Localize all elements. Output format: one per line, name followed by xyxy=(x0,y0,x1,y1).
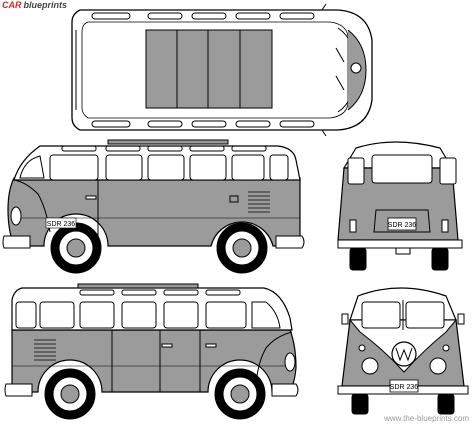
skylight-side xyxy=(147,145,183,152)
side-plate xyxy=(45,217,77,229)
rear-bumper xyxy=(337,239,463,249)
plate-text-side: SDR 236 xyxy=(47,221,76,228)
plate-text-rear: SDR 236 xyxy=(388,222,417,229)
rear-tire-right xyxy=(431,247,449,271)
skylight-window xyxy=(147,12,183,20)
windshield-right xyxy=(251,301,281,329)
front-tire-left xyxy=(351,393,369,415)
rear-hubcap xyxy=(232,238,252,258)
skylight-window xyxy=(279,120,315,128)
side-window-r xyxy=(79,301,115,329)
side-body-lower xyxy=(7,177,301,247)
vw-emblem xyxy=(391,341,417,367)
rear-side-window xyxy=(347,157,365,185)
skylight-side-r xyxy=(163,289,199,296)
side-window xyxy=(189,154,227,181)
fuel-door xyxy=(229,195,239,203)
headlamp-left xyxy=(361,357,379,375)
turn-signal xyxy=(358,344,366,352)
rear-window xyxy=(371,154,433,184)
side-window-r xyxy=(205,301,247,329)
engine-vents xyxy=(248,191,270,213)
windshield-side xyxy=(19,155,45,179)
side-window-r xyxy=(15,301,37,329)
skylight-window xyxy=(191,120,227,128)
door-handle-r xyxy=(161,343,173,348)
skylight-side xyxy=(231,145,267,152)
vw-emblem-logo xyxy=(395,347,413,362)
rear-hubcap-r xyxy=(60,384,80,404)
roof-rack-right xyxy=(77,283,199,289)
tail-light xyxy=(349,219,357,233)
skylight-side xyxy=(105,145,141,152)
turn-signal xyxy=(442,344,450,352)
front-view xyxy=(337,287,469,415)
windshield-left xyxy=(361,301,401,329)
rear-tire-left xyxy=(349,247,367,271)
rear-side-window xyxy=(439,157,457,185)
watermark-url: www.the-blueprints.com xyxy=(384,414,469,423)
rear-view xyxy=(337,141,463,271)
skylight-window xyxy=(91,12,131,20)
door-handle xyxy=(85,195,97,200)
front-v-panel-r xyxy=(255,331,293,385)
side-window-r xyxy=(121,301,157,329)
side-window xyxy=(147,154,185,181)
skylight-window xyxy=(279,12,315,20)
front-plate-frame xyxy=(389,379,419,393)
exhaust xyxy=(395,247,411,255)
vw-emblem-top xyxy=(350,62,362,74)
skylight-side-r xyxy=(79,289,115,296)
front-bumper-r xyxy=(271,383,299,397)
wiper xyxy=(335,75,345,91)
skylight-window xyxy=(235,120,271,128)
side-window xyxy=(269,154,289,181)
logo-brand-suffix: blueprints xyxy=(23,0,68,10)
skylight-side xyxy=(189,145,225,152)
skylight-window xyxy=(191,12,227,20)
side-window xyxy=(105,154,143,181)
front-hubcap xyxy=(66,238,86,258)
headlamp-side xyxy=(10,206,22,226)
headlamp-right xyxy=(284,352,296,372)
skylight-side-r xyxy=(121,289,157,296)
skylight-window xyxy=(147,120,183,128)
windshield-right xyxy=(405,301,445,329)
engine-lid xyxy=(373,209,431,233)
skylight-side-r xyxy=(205,289,241,296)
front-hubcap-r xyxy=(230,384,250,404)
left-side-view xyxy=(2,139,305,274)
roof-rack xyxy=(107,139,229,145)
rear-bumper-r xyxy=(4,383,33,397)
front-bumper-side xyxy=(2,235,31,249)
skylight-side xyxy=(61,145,97,152)
tail-light xyxy=(441,219,449,233)
side-window xyxy=(231,154,265,181)
plate-text-front: SDR 236 xyxy=(390,384,419,391)
sunroof xyxy=(145,29,273,109)
skylight-window xyxy=(91,120,131,128)
engine-vents-r xyxy=(34,339,56,361)
wiper xyxy=(335,47,345,63)
front-tire-right xyxy=(437,393,455,415)
mirror-right xyxy=(457,313,465,325)
logo-brand: CAR xyxy=(2,0,22,10)
door-handle-r xyxy=(205,343,217,348)
side-window-r xyxy=(39,301,75,329)
top-view xyxy=(71,3,373,137)
right-body-lower xyxy=(11,329,297,393)
rear-bumper-side xyxy=(275,235,305,249)
headlamp-right-front xyxy=(429,357,447,375)
mirror-arm xyxy=(321,3,327,11)
side-window xyxy=(49,154,99,181)
top-view-roof-outline xyxy=(81,21,349,119)
rear-plate-frame xyxy=(387,217,417,231)
side-window-r xyxy=(163,301,199,329)
mirror-arm xyxy=(321,129,327,137)
mirror-left xyxy=(341,313,349,325)
skylight-window xyxy=(235,12,271,20)
right-side-view xyxy=(4,283,299,420)
